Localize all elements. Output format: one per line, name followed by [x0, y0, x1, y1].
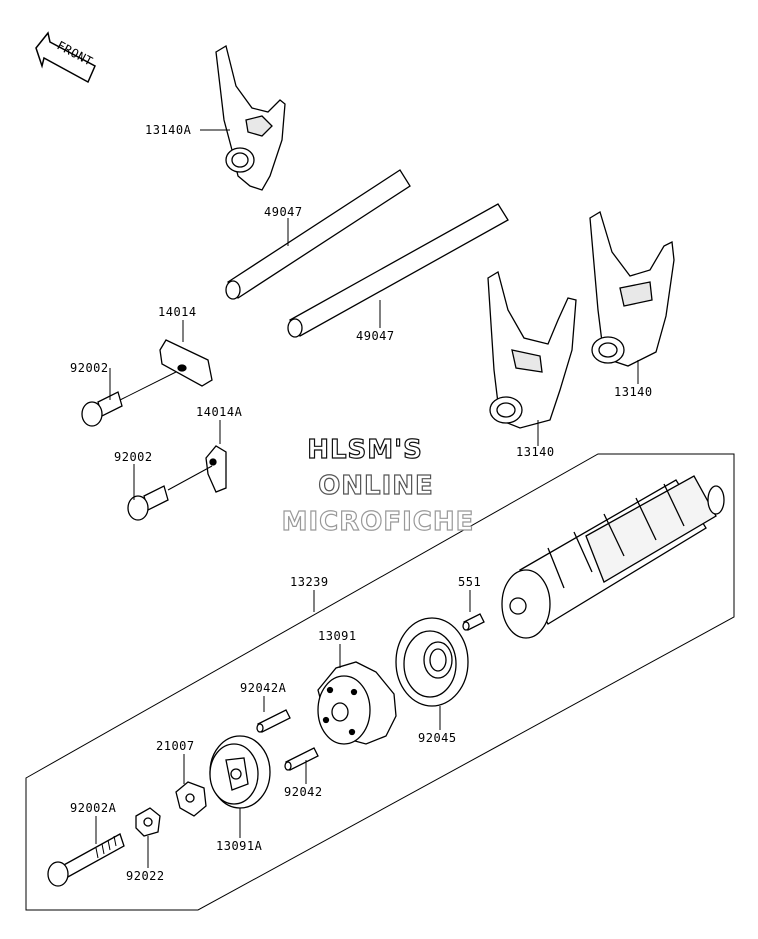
label-21007: 21007 — [156, 739, 195, 753]
label-13091A: 13091A — [216, 839, 263, 853]
shift-fork-13140-middle — [487, 270, 577, 429]
label-13140A: 13140A — [145, 123, 192, 137]
shift-rod-lower — [287, 203, 509, 338]
drum-assembly-outline — [25, 453, 735, 911]
bolt-92002-lower — [127, 485, 169, 521]
holder-21007 — [175, 781, 207, 817]
pin-551 — [462, 613, 485, 631]
label-14014: 14014 — [158, 305, 197, 319]
bearing-92045 — [395, 617, 469, 707]
part-labels: 13140A 49047 49047 14014 92002 14014A 92… — [70, 123, 653, 883]
watermark: HLSM'S ONLINE MICROFICHE — [281, 434, 475, 537]
label-92022: 92022 — [126, 869, 165, 883]
shift-rod-upper — [225, 169, 411, 300]
leader-lines — [95, 129, 639, 868]
label-92042A: 92042A — [240, 681, 287, 695]
washer-92022 — [135, 807, 161, 837]
watermark-line1: HLSM'S — [307, 435, 423, 465]
label-13239: 13239 — [290, 575, 329, 589]
label-14014A: 14014A — [196, 405, 243, 419]
pin-92042A — [256, 709, 291, 733]
label-92042: 92042 — [284, 785, 323, 799]
bolt-92002A — [47, 833, 125, 887]
label-92002-lower: 92002 — [114, 450, 153, 464]
label-49047-lower: 49047 — [356, 329, 395, 343]
label-49047-upper: 49047 — [264, 205, 303, 219]
guide-plate-14014A — [205, 445, 227, 493]
shift-drum-13239 — [501, 475, 725, 639]
label-551: 551 — [458, 575, 481, 589]
label-92045: 92045 — [418, 731, 457, 745]
shift-fork-13140-right — [589, 211, 675, 367]
shift-fork-13140A — [215, 44, 286, 191]
cam-13091 — [317, 661, 397, 745]
label-92002-upper: 92002 — [70, 361, 109, 375]
label-13091: 13091 — [318, 629, 357, 643]
plate-13091A — [209, 735, 271, 809]
pin-92042 — [284, 747, 319, 771]
bolt-92002-upper — [81, 391, 123, 427]
front-arrow-icon: FRONT — [35, 31, 96, 84]
label-13140-middle: 13140 — [516, 445, 555, 459]
watermark-line2: ONLINE — [318, 471, 434, 501]
label-13140-right: 13140 — [614, 385, 653, 399]
watermark-line3: MICROFICHE — [282, 507, 475, 537]
label-92002A: 92002A — [70, 801, 117, 815]
guide-plate-14014 — [159, 339, 213, 387]
